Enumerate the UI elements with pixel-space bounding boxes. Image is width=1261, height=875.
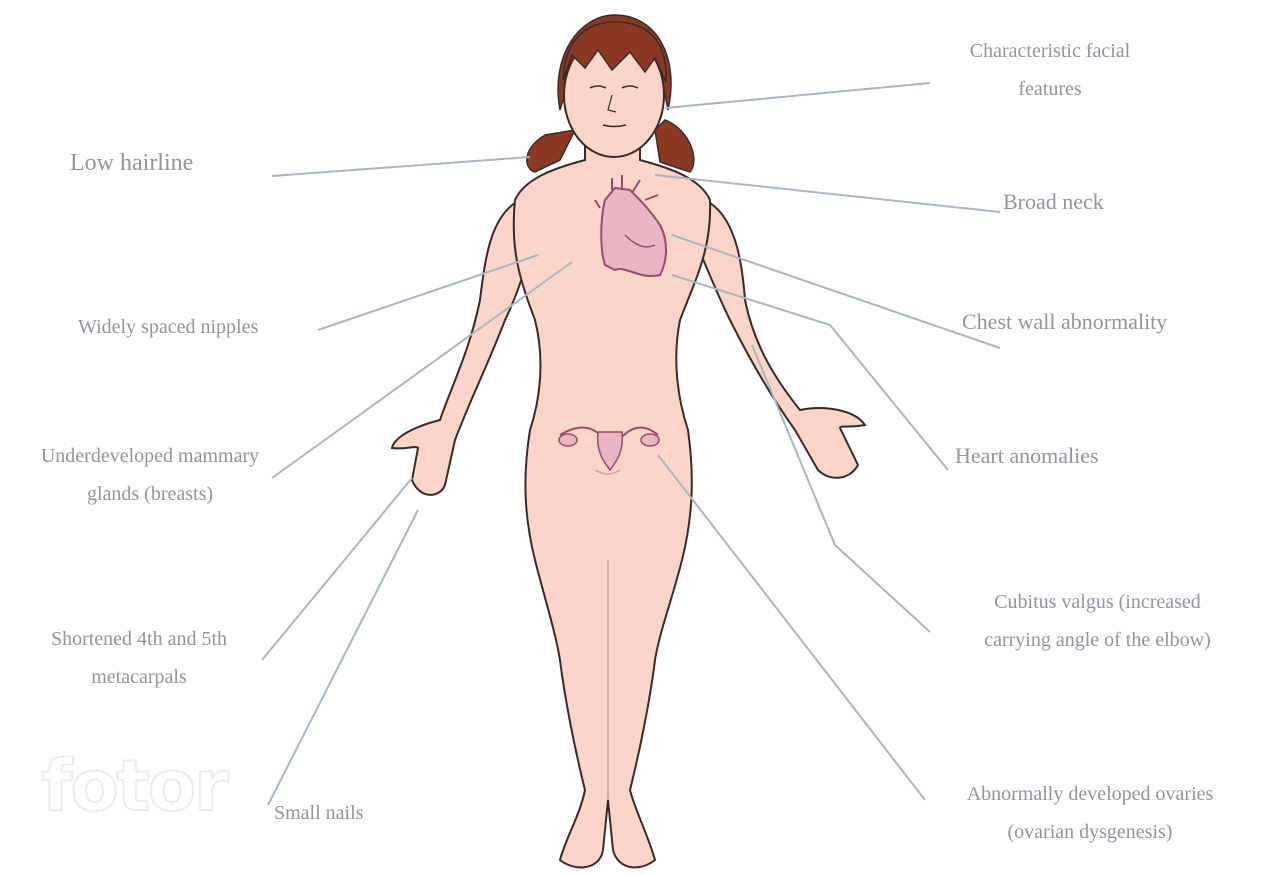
label-broad-neck: Broad neck <box>1003 183 1104 221</box>
label-mammary-line-1: Underdeveloped mammary <box>0 437 300 475</box>
leader-line-low-hairline <box>272 157 530 176</box>
label-cubitus-line-1: Cubitus valgus (increased <box>935 583 1260 621</box>
label-ovaries-line-2: (ovarian dysgenesis) <box>925 813 1255 851</box>
label-mammary-line-2: glands (breasts) <box>0 475 300 513</box>
leader-line-ovaries <box>658 455 925 800</box>
label-ovaries: Abnormally developed ovaries (ovarian dy… <box>925 775 1255 851</box>
label-mammary-glands: Underdeveloped mammary glands (breasts) <box>0 437 300 513</box>
label-metacarpals-line-2: metacarpals <box>8 658 270 696</box>
label-heart-anomalies: Heart anomalies <box>955 437 1099 475</box>
fotor-watermark: fotor <box>42 745 227 827</box>
label-ovaries-line-1: Abnormally developed ovaries <box>925 775 1255 813</box>
label-cubitus-line-2: carrying angle of the elbow) <box>935 621 1260 659</box>
label-metacarpals: Shortened 4th and 5th metacarpals <box>8 620 270 696</box>
label-facial-features-line-1: Characteristic facial <box>930 32 1170 70</box>
leader-line-small-nails <box>268 510 418 805</box>
label-small-nails: Small nails <box>274 794 363 832</box>
label-cubitus-valgus: Cubitus valgus (increased carrying angle… <box>935 583 1260 659</box>
label-facial-features-line-2: features <box>930 70 1170 108</box>
label-low-hairline: Low hairline <box>70 144 193 182</box>
label-chest-wall: Chest wall abnormality <box>962 303 1167 341</box>
label-facial-features: Characteristic facial features <box>930 32 1170 108</box>
label-widely-spaced-nipples: Widely spaced nipples <box>78 308 258 346</box>
leader-line-facial-features <box>665 83 930 108</box>
label-metacarpals-line-1: Shortened 4th and 5th <box>8 620 270 658</box>
